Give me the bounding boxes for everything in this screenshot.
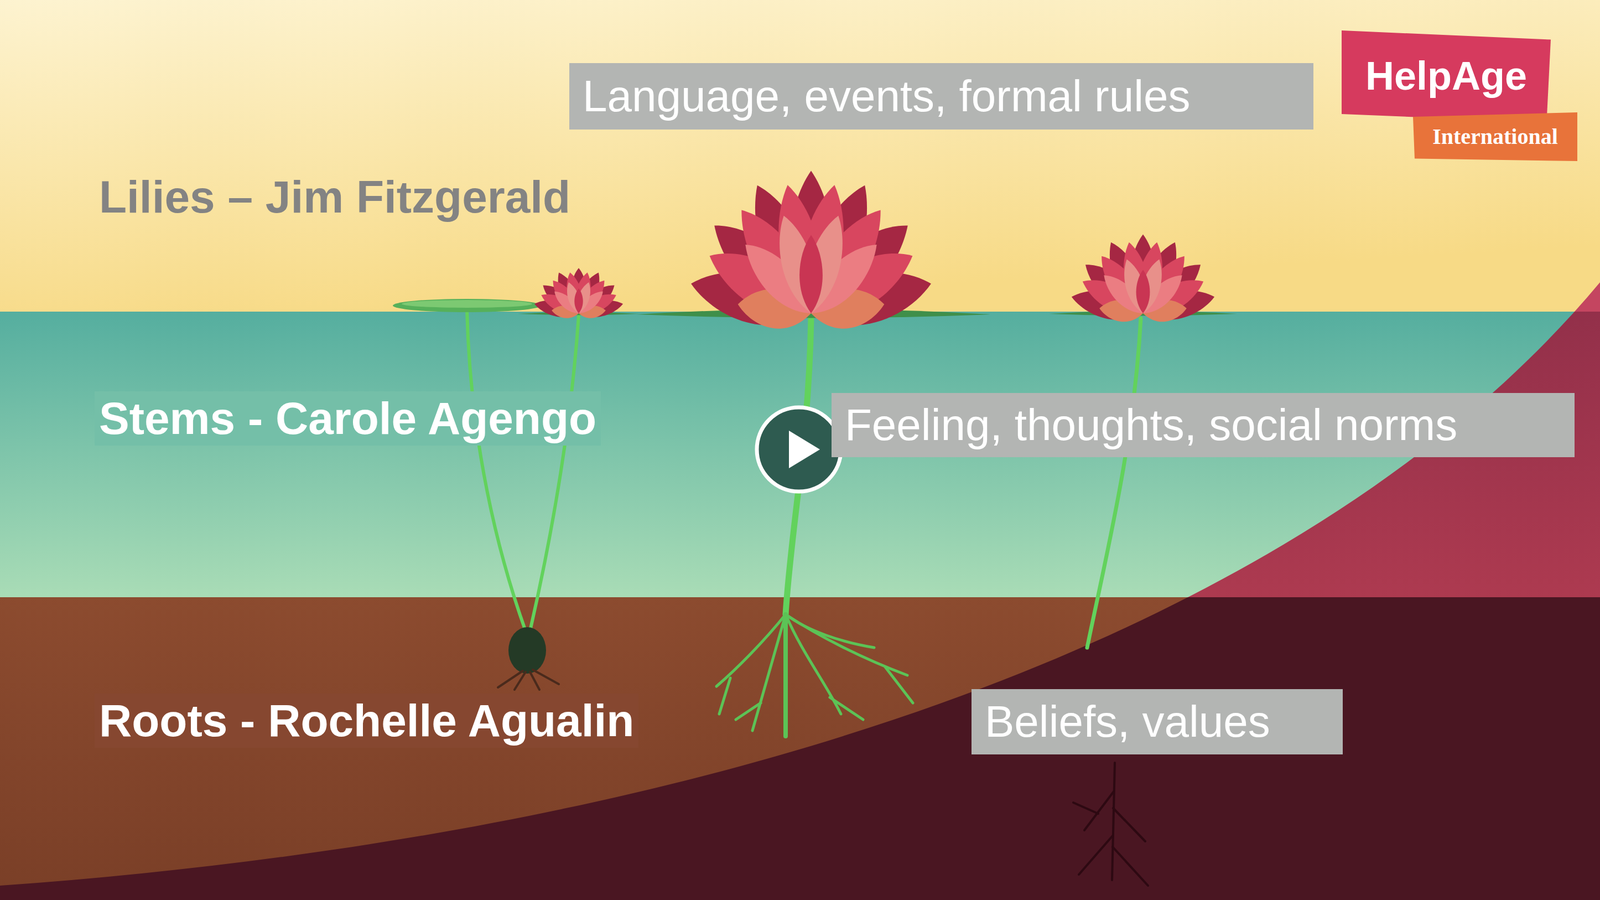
- logo-box: HelpAge: [1341, 30, 1551, 123]
- category-text: Beliefs, values: [984, 697, 1271, 746]
- category-text: Language, events, formal rules: [582, 71, 1191, 121]
- category-box: Beliefs, values: [971, 688, 1343, 755]
- section-label: Lilies – Jim Fitzgerald: [94, 169, 575, 225]
- category-text: Feeling, thoughts, social norms: [844, 400, 1458, 450]
- section-label: Stems - Carole Agengo: [94, 391, 601, 446]
- logo-text: International: [1432, 124, 1558, 149]
- section-label: Roots - Rochelle Agualin: [94, 693, 639, 748]
- logo-text: HelpAge: [1365, 54, 1527, 98]
- logo-box: International: [1413, 112, 1578, 161]
- play-button: [756, 407, 841, 492]
- category-box: Feeling, thoughts, social norms: [831, 392, 1575, 457]
- category-box: Language, events, formal rules: [569, 63, 1314, 130]
